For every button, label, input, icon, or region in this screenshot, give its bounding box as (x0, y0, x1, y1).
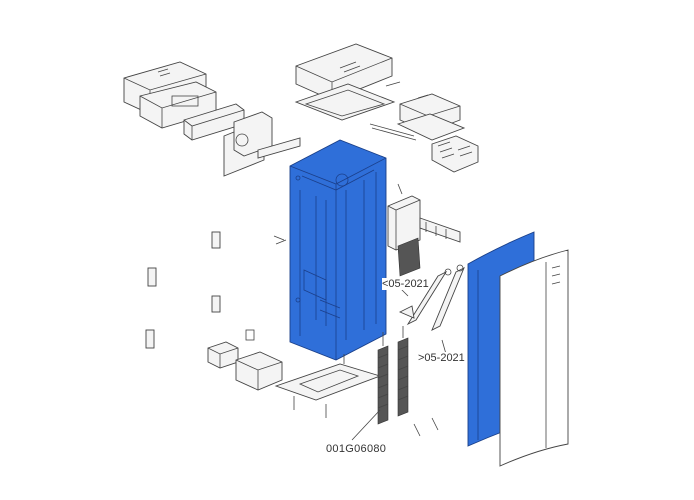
control-box (396, 93, 466, 141)
gear-motor (387, 183, 461, 277)
callout-before-2021: <05-2021 (382, 278, 429, 290)
balance-springs (377, 326, 409, 425)
transformer (431, 135, 479, 173)
left-small-parts (145, 231, 287, 349)
callout-part-code: 001G06080 (326, 443, 387, 455)
fixing-rods (369, 81, 417, 141)
shaft-flange (223, 111, 301, 177)
callout-after-2021: >05-2021 (418, 352, 465, 364)
spring-levers (398, 264, 465, 331)
outer-door (499, 249, 569, 467)
top-cover (294, 43, 396, 121)
base-plate (274, 354, 382, 418)
battery-pack (207, 329, 283, 391)
support-plate (183, 103, 245, 141)
split-pins (413, 417, 439, 437)
cabinet-body (289, 139, 387, 361)
